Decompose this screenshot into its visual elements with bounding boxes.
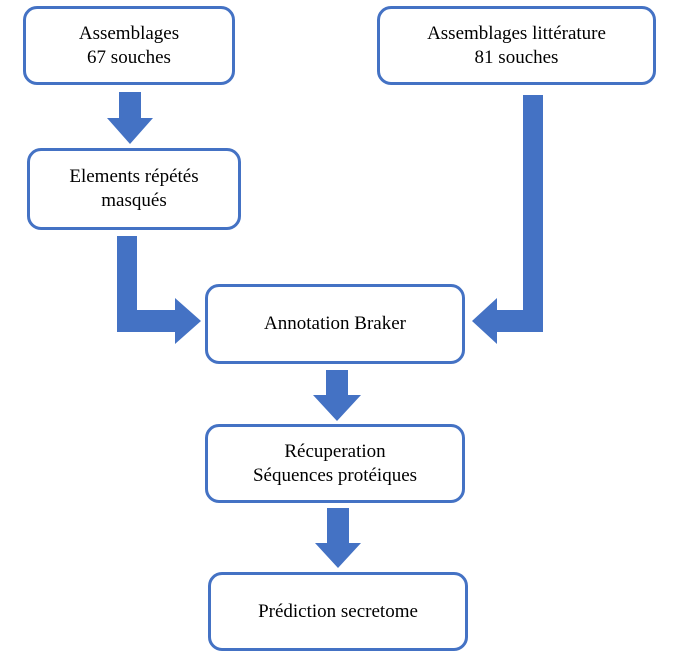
- node-elements-masques: Elements répétés masqués: [27, 148, 241, 230]
- node-label-line1: Prédiction secretome: [258, 600, 418, 622]
- node-label-line2: 81 souches: [474, 46, 559, 68]
- node-prediction-secretome: Prédiction secretome: [208, 572, 468, 651]
- node-assemblages-litterature: Assemblages littérature 81 souches: [377, 6, 656, 85]
- node-label-line1: Annotation Braker: [264, 313, 406, 334]
- node-label-line1: Récuperation: [284, 440, 386, 462]
- node-label-line1: Assemblages: [78, 22, 180, 44]
- node-label-line1: Assemblages littérature: [427, 22, 606, 44]
- arrow-litterature-to-braker: [472, 95, 543, 344]
- node-label-line2: masqués: [101, 190, 167, 211]
- node-recuperation: Récuperation Séquences protéiques: [205, 424, 465, 503]
- arrow-recuperation-to-secretome: [315, 508, 361, 568]
- arrow-masques-to-braker: [117, 236, 201, 344]
- arrow-braker-to-recuperation: [313, 370, 361, 421]
- node-annotation-braker: Annotation Braker: [205, 284, 465, 364]
- arrow-assemblages-to-masques: [107, 92, 153, 144]
- node-label-line2: Séquences protéiques: [252, 464, 418, 486]
- node-label-line1: Elements répétés: [69, 166, 199, 187]
- node-label-line2: 67 souches: [87, 46, 171, 68]
- node-assemblages: Assemblages 67 souches: [23, 6, 235, 85]
